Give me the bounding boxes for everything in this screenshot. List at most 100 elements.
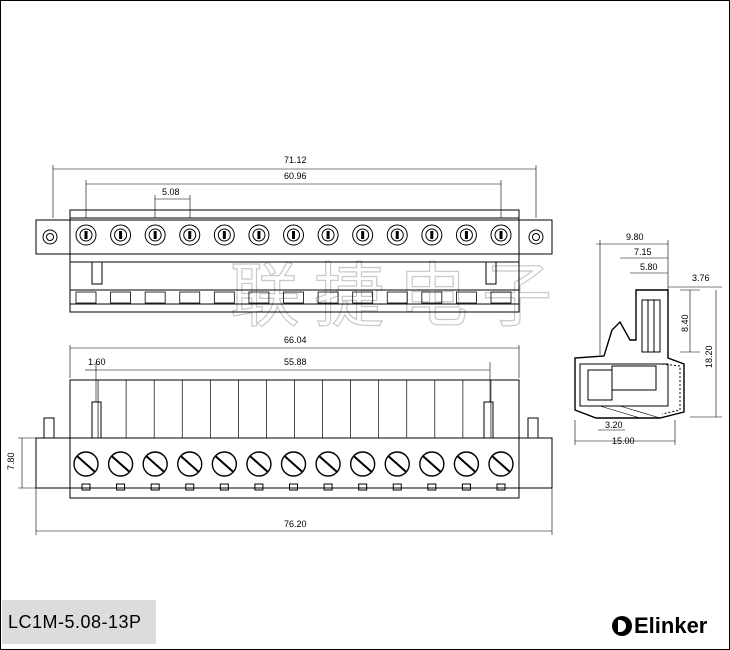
- front-pin-window: [289, 483, 298, 491]
- top-pin-outer: [490, 224, 512, 246]
- top-pin-window: [75, 291, 97, 304]
- front-pin-slot: [145, 455, 165, 473]
- top-pin-window: [110, 291, 131, 304]
- top-pin-outer: [179, 224, 201, 246]
- front-pin-window: [150, 483, 160, 491]
- front-pin-screw: [107, 451, 134, 477]
- dim-pitch: 5.08: [162, 187, 180, 197]
- dim-side-total-height: 18.20: [704, 345, 714, 368]
- top-pin-window: [352, 291, 374, 304]
- front-pin-slot: [456, 455, 477, 473]
- watermark-text: 联捷电子: [230, 257, 566, 335]
- front-pin-window: [496, 483, 506, 491]
- top-pin-window: [179, 291, 201, 304]
- top-pin-outer: [75, 224, 97, 246]
- dim-flange-height: 7.80: [6, 452, 16, 470]
- front-pin-window: [323, 483, 333, 491]
- front-pin-slot: [318, 455, 338, 473]
- top-pin-outer: [248, 224, 270, 246]
- front-pin-screw: [142, 451, 168, 477]
- dim-side-top-width: 9.80: [626, 232, 644, 242]
- top-pin-outer: [144, 224, 166, 246]
- top-pin-inner: [287, 228, 300, 242]
- top-pin-slot: [464, 231, 468, 239]
- top-pin-outer: [213, 224, 235, 246]
- front-pin-screw: [246, 451, 272, 477]
- top-pin-slot: [84, 231, 88, 239]
- front-pin-screw: [315, 451, 341, 477]
- top-pin-slot: [430, 231, 434, 239]
- top-pin-inner: [252, 228, 266, 242]
- top-pin-window: [456, 291, 477, 304]
- top-pin-slot: [361, 231, 365, 239]
- front-pin-slot: [353, 455, 373, 473]
- dim-side-base-offset: 3.20: [605, 420, 623, 430]
- front-view-pins: [73, 451, 514, 491]
- dim-pin-span: 60.96: [284, 171, 307, 181]
- front-pin-slot: [249, 455, 269, 473]
- front-pin-screw: [280, 451, 307, 477]
- top-pin-window: [490, 291, 512, 304]
- front-pin-slot: [180, 455, 200, 473]
- top-pin-outer: [421, 224, 443, 246]
- dim-offset: 1.60: [88, 357, 106, 367]
- front-pin-slot: [214, 455, 234, 473]
- top-pin-window: [421, 291, 443, 304]
- dim-side-depth: 15.00: [612, 436, 635, 446]
- top-view-pins: [75, 224, 512, 304]
- top-pin-slot: [222, 231, 226, 239]
- top-pin-inner: [183, 228, 197, 242]
- front-pin-screw: [384, 451, 410, 477]
- dim-pin-span-front: 55.88: [284, 357, 307, 367]
- front-pin-screw: [211, 451, 238, 477]
- top-pin-inner: [148, 228, 162, 242]
- front-pin-slot: [387, 455, 407, 473]
- front-pin-window: [358, 483, 368, 491]
- front-pin-slot: [422, 455, 442, 473]
- front-pin-window: [461, 483, 471, 491]
- top-pin-inner: [321, 228, 335, 242]
- top-pin-slot: [188, 231, 192, 239]
- top-pin-window: [386, 291, 408, 304]
- top-view: [35, 165, 553, 313]
- front-pin-window: [392, 483, 402, 491]
- top-pin-outer: [386, 224, 408, 246]
- front-pin-slot: [110, 455, 131, 473]
- front-pin-slot: [283, 455, 304, 473]
- front-pin-window: [116, 483, 126, 491]
- top-pin-outer: [352, 224, 374, 246]
- top-pin-window: [283, 291, 304, 304]
- front-pin-window: [427, 483, 437, 491]
- front-pin-screw: [453, 451, 480, 477]
- front-pin-window: [185, 483, 195, 491]
- top-pin-slot: [499, 231, 503, 239]
- dim-side-mid-width: 7.15: [634, 247, 652, 257]
- dim-flange-width: 76.20: [284, 519, 307, 529]
- dim-side-upper-height: 8.40: [680, 314, 690, 332]
- top-pin-slot: [119, 231, 123, 239]
- brand-logo: Elinker: [612, 612, 707, 640]
- dim-overall-width: 71.12: [284, 155, 307, 165]
- brand-logo-icon: [612, 616, 632, 636]
- top-pin-inner: [390, 228, 404, 242]
- front-pin-slot: [76, 455, 96, 473]
- front-view: [18, 345, 553, 535]
- top-pin-slot: [326, 231, 330, 239]
- top-pin-slot: [257, 231, 261, 239]
- top-pin-inner: [459, 228, 473, 242]
- brand-name: Elinker: [634, 613, 708, 638]
- top-pin-inner: [494, 228, 508, 242]
- front-pin-window: [254, 483, 264, 491]
- top-pin-outer: [283, 224, 304, 246]
- dim-side-inner-width: 5.80: [640, 262, 658, 272]
- top-pin-slot: [292, 231, 295, 239]
- top-pin-inner: [425, 228, 439, 242]
- front-view-ribs: [69, 380, 492, 438]
- top-pin-slot: [395, 231, 399, 239]
- top-pin-outer: [110, 224, 132, 246]
- dim-side-top-offset: 3.76: [692, 273, 710, 283]
- front-pin-window: [219, 483, 229, 491]
- top-pin-window: [144, 291, 166, 304]
- top-pin-inner: [217, 228, 231, 242]
- top-pin-window: [213, 291, 235, 304]
